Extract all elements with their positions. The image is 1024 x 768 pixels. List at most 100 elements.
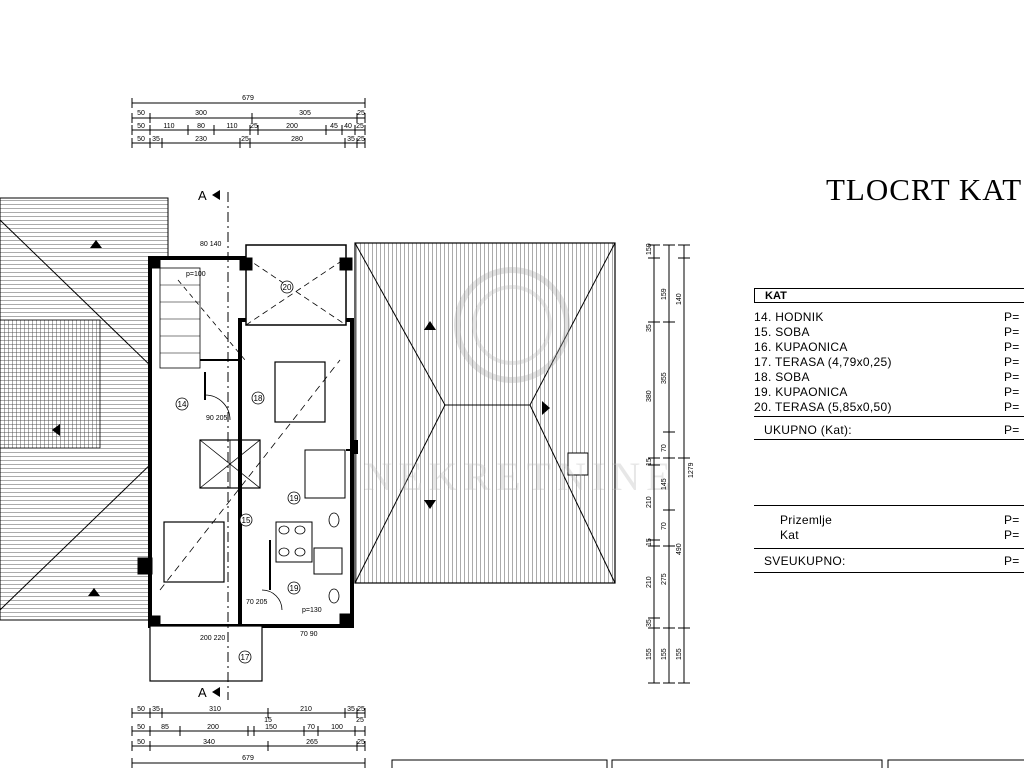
- section-line-a: A A: [198, 188, 229, 700]
- dim-top-r2: 45: [330, 123, 338, 130]
- label-p100: p=100: [186, 271, 206, 278]
- dim-bot-r1: 50: [137, 706, 145, 713]
- row-area: P=: [1004, 355, 1020, 369]
- row-label: 18. SOBA: [754, 370, 810, 384]
- summary-area: P=: [1004, 528, 1020, 542]
- dim-bot-r2: 25: [356, 717, 364, 724]
- summary-label: Kat: [780, 528, 799, 542]
- label-door-90-205: 90 205: [206, 415, 228, 422]
- dim-right-c1: 380: [646, 390, 653, 402]
- dim-bot-r2: 50: [137, 724, 145, 731]
- table-row: 16. KUPAONICA P=: [754, 340, 1019, 354]
- dim-top-total: 679: [242, 95, 254, 102]
- dim-top-r1: 25: [357, 110, 365, 117]
- grand-total-row: SVEUKUPNO: P=: [764, 554, 1019, 568]
- left-roof: [0, 197, 169, 621]
- dim-right-c3: 1279: [688, 462, 695, 478]
- top-dimension-chains: 679 50 300 305 25 50 110 80 110 25 200 4…: [131, 95, 366, 148]
- dim-top-r2: 50: [137, 123, 145, 130]
- divider: [754, 505, 1024, 506]
- dim-right-c2: 70: [661, 522, 668, 530]
- dim-bot-r2: 200: [207, 724, 219, 731]
- label-door-70-205: 70 205: [246, 599, 268, 606]
- dim-top-r3: 25: [241, 136, 249, 143]
- watermark: NEKRETNINE: [363, 267, 676, 499]
- table-row: 17. TERASA (4,79x0,25)P=: [754, 355, 1019, 369]
- room-number: 20: [283, 283, 292, 292]
- dim-right-c1: 155: [646, 648, 653, 660]
- table-row: 20. TERASA (5,85x0,50) P=: [754, 400, 1019, 414]
- dim-top-r1: 305: [299, 110, 311, 117]
- room-number: 18: [254, 394, 263, 403]
- title-block-boxes: [391, 759, 1024, 768]
- dim-bot-r2: 150: [265, 724, 277, 731]
- divider: [754, 572, 1024, 573]
- label-door-200-220: 200 220: [200, 635, 225, 642]
- dim-right-c2: 355: [661, 372, 668, 384]
- dim-right-c1: 35: [646, 619, 653, 627]
- label-window-80-140: 80 140: [200, 241, 222, 248]
- dim-bot-r2: 15: [264, 717, 272, 724]
- divider: [754, 548, 1024, 549]
- dim-top-r3: 25: [357, 136, 365, 143]
- dim-bot-r2: 70: [307, 724, 315, 731]
- dim-top-r3: 50: [137, 136, 145, 143]
- label-p130: p=130: [302, 607, 322, 614]
- dim-top-r1: 50: [137, 110, 145, 117]
- grand-total-label: SVEUKUPNO:: [764, 554, 846, 568]
- row-area: P=: [1004, 340, 1020, 354]
- section-marker-bottom: A: [198, 685, 207, 700]
- dim-right-c2: 70: [661, 444, 668, 452]
- dim-top-r2: 40: [344, 123, 352, 130]
- dim-right-c2: 275: [661, 573, 668, 585]
- dim-right-c2: 159: [661, 288, 668, 300]
- row-area: P=: [1004, 310, 1020, 324]
- bottom-dimension-chains: 50 35 310 210 35 25 50 85 200 15 150 70 …: [131, 706, 366, 768]
- dim-right-c1: 15: [646, 538, 653, 546]
- room-number: 14: [178, 400, 187, 409]
- room-number: 17: [241, 653, 250, 662]
- dim-bot-r1: 35: [347, 706, 355, 713]
- door-annotations: p=100 p=130 90 205 70 205 200 220 70 90 …: [186, 241, 322, 642]
- row-label: 15. SOBA: [754, 325, 810, 339]
- dim-top-r2: 110: [226, 123, 237, 130]
- dim-top-r3: 280: [291, 136, 303, 143]
- summary-label: Prizemlje: [780, 513, 833, 527]
- room-numbers: 14 15 19 17 18 19 20: [175, 280, 301, 664]
- dim-bot-r1: 310: [209, 706, 221, 713]
- dim-right-c3: 490: [676, 543, 683, 555]
- area-table-header: KAT: [754, 288, 1024, 303]
- dim-right-c1: 150: [646, 243, 653, 255]
- dim-top-r2: 25: [250, 123, 258, 130]
- dim-top-r2: 80: [197, 123, 205, 130]
- right-dimension-chains: 150 35 380 15 210 15 210 35 155 159 355 …: [646, 243, 695, 684]
- watermark-text: NEKRETNINE: [363, 454, 676, 499]
- grand-total-area: P=: [1004, 554, 1020, 568]
- dim-bot-r2: 85: [161, 724, 169, 731]
- dim-top-r3: 35: [152, 136, 160, 143]
- dim-bot-r3: 50: [137, 739, 145, 746]
- dim-top-r2: 25: [356, 123, 364, 130]
- dim-top-r3: 230: [195, 136, 207, 143]
- dim-right-c1: 210: [646, 576, 653, 588]
- dim-right-c1: 35: [646, 324, 653, 332]
- dim-top-r2: 110: [163, 123, 174, 130]
- row-area: P=: [1004, 400, 1020, 414]
- row-area: P=: [1004, 385, 1020, 399]
- dim-right-c1: 210: [646, 496, 653, 508]
- divider: [754, 439, 1024, 440]
- summary-area: P=: [1004, 513, 1020, 527]
- dim-top-r2: 200: [286, 123, 298, 130]
- section-marker-top: A: [198, 188, 207, 203]
- dim-bot-r3: 25: [357, 739, 365, 746]
- row-label: 16. KUPAONICA: [754, 340, 848, 354]
- dim-bot-r3: 340: [203, 739, 215, 746]
- right-roof: [348, 242, 616, 584]
- row-label: 20. TERASA (5,85x0,50): [754, 400, 892, 414]
- house-walls: [137, 244, 354, 682]
- dim-bot-r1: 210: [300, 706, 312, 713]
